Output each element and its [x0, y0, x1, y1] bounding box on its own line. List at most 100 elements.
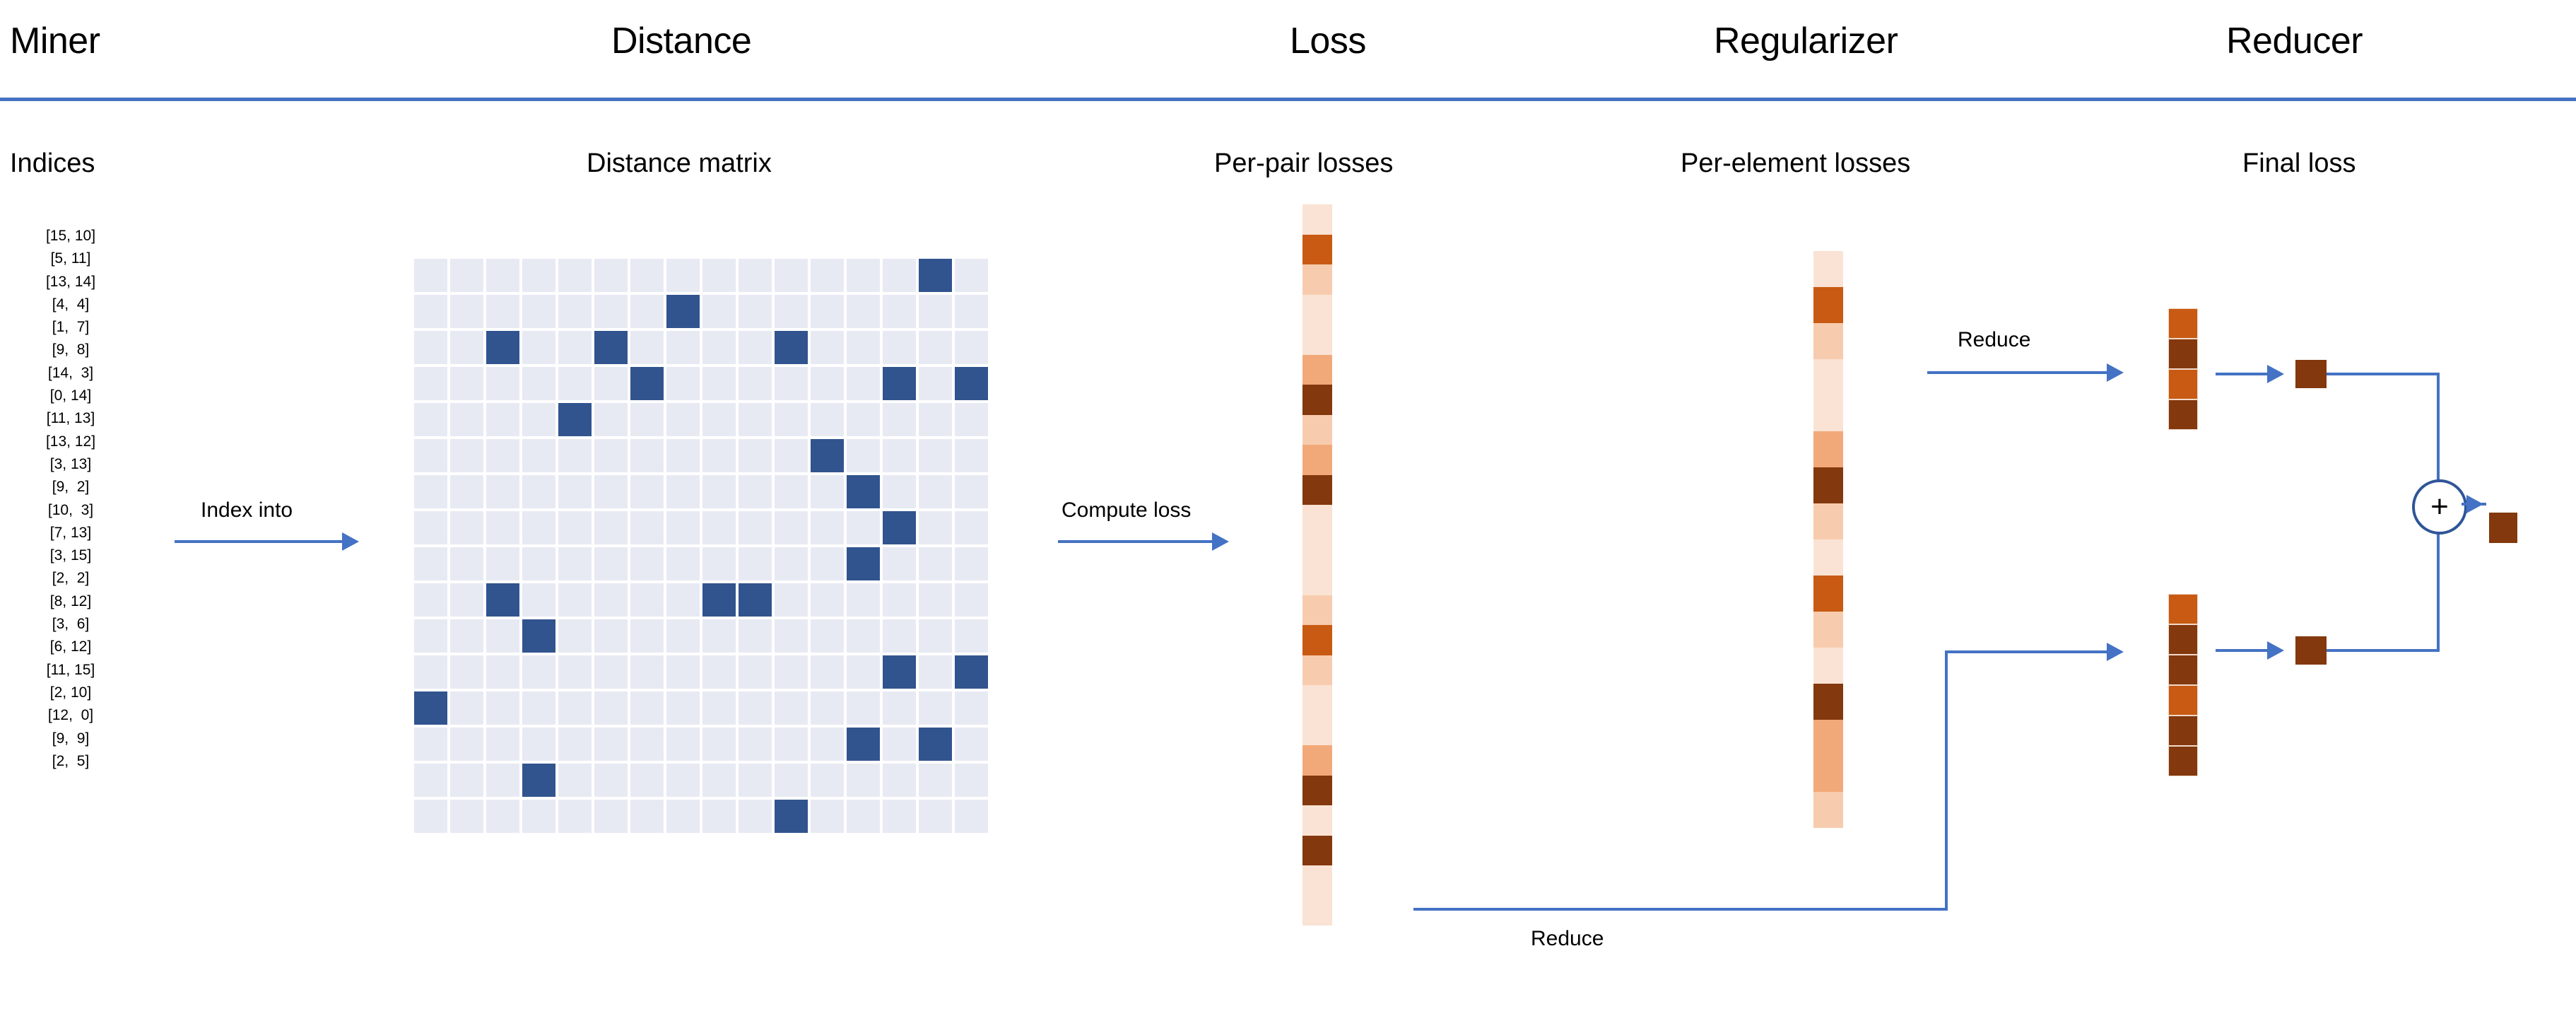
- distance-matrix-cell: [811, 331, 844, 364]
- index-pair-row: [6, 12]: [49, 638, 92, 655]
- distance-matrix-cell: [811, 475, 844, 508]
- distance-matrix-cell: [594, 728, 628, 761]
- per-element-loss-cell: [1813, 395, 1843, 431]
- distance-matrix-cell: [486, 403, 519, 436]
- distance-matrix-cell: [522, 367, 555, 400]
- distance-matrix-cell: [739, 439, 772, 472]
- distance-matrix-cell: [450, 511, 483, 544]
- index-pair-row: [15, 10]: [45, 228, 96, 244]
- per-element-loss-cell: [1813, 431, 1843, 467]
- distance-matrix-cell: [666, 764, 700, 797]
- distance-matrix-cell: [919, 691, 952, 725]
- join-bottom-vertical-line: [2437, 527, 2440, 652]
- distance-matrix-cell: [739, 691, 772, 725]
- distance-matrix-cell: [450, 475, 483, 508]
- per-element-loss-cell: [1813, 503, 1843, 539]
- panel-title-final-loss: Final loss: [2242, 148, 2356, 178]
- distance-matrix-cell: [666, 331, 700, 364]
- distance-matrix-cell: [414, 403, 447, 436]
- distance-matrix-cell: [486, 475, 519, 508]
- distance-matrix-cell: [666, 619, 700, 653]
- index-pair-row: [11, 13]: [46, 410, 95, 427]
- distance-matrix-cell: [450, 403, 483, 436]
- distance-matrix-cell: [414, 367, 447, 400]
- distance-matrix-cell: [702, 259, 736, 292]
- reducer-bottom-loss-cell: [2168, 746, 2198, 776]
- distance-matrix-cell: [486, 583, 519, 617]
- distance-matrix-cell: [811, 728, 844, 761]
- distance-matrix-cell: [522, 655, 555, 689]
- section-title-reducer: Reducer: [2226, 21, 2363, 62]
- distance-matrix-cell: [486, 619, 519, 653]
- reduce-bottom-arrow-head-icon: [2107, 643, 2124, 661]
- per-pair-losses-strip: [1302, 204, 1332, 926]
- distance-matrix-cell: [739, 511, 772, 544]
- distance-matrix-cell: [811, 547, 844, 580]
- distance-matrix-cell: [883, 511, 916, 544]
- reducer-bottom-loss-cell: [2168, 624, 2198, 655]
- distance-matrix-cell: [811, 403, 844, 436]
- per-pair-loss-cell: [1302, 204, 1332, 235]
- section-title-regularizer: Regularizer: [1714, 21, 1898, 62]
- distance-matrix-cell: [919, 800, 952, 833]
- distance-matrix-cell: [739, 475, 772, 508]
- per-pair-loss-cell: [1302, 895, 1332, 926]
- distance-matrix-cell: [666, 259, 700, 292]
- distance-matrix-cell: [594, 295, 628, 328]
- per-element-loss-cell: [1813, 251, 1843, 287]
- distance-matrix-cell: [775, 295, 808, 328]
- distance-matrix-cell: [811, 259, 844, 292]
- distance-matrix-cell: [630, 511, 664, 544]
- index-pair-row: [1, 7]: [52, 319, 90, 336]
- distance-matrix-cell: [702, 403, 736, 436]
- reducer-top-input-strip: [2168, 308, 2198, 430]
- per-pair-loss-cell: [1302, 414, 1332, 445]
- join-bottom-horizontal-line: [2327, 649, 2440, 652]
- distance-matrix-cell: [630, 583, 664, 617]
- distance-matrix-cell: [847, 439, 880, 472]
- distance-matrix-cell: [522, 728, 555, 761]
- reducer-top-to-box-arrow-head-icon: [2267, 365, 2284, 383]
- distance-matrix-cell: [522, 800, 555, 833]
- reducer-bottom-input-strip: [2168, 594, 2198, 776]
- distance-matrix-cell: [414, 475, 447, 508]
- distance-matrix-cell: [847, 511, 880, 544]
- index-pair-row: [2, 10]: [49, 684, 92, 701]
- reduce-top-arrow-line: [1927, 371, 2107, 374]
- distance-matrix-cell: [594, 764, 628, 797]
- distance-matrix-cell: [847, 764, 880, 797]
- reduced-top-value-box: [2295, 360, 2327, 388]
- distance-matrix-cell: [955, 800, 988, 833]
- distance-matrix-cell: [558, 511, 592, 544]
- distance-matrix-cell: [522, 547, 555, 580]
- indices-list: [15, 10][5, 11][13, 14][4, 4][1, 7][9, 8…: [0, 225, 141, 773]
- per-pair-loss-cell: [1302, 565, 1332, 595]
- distance-matrix-cell: [666, 475, 700, 508]
- panel-title-indices: Indices: [10, 148, 95, 178]
- index-pair-row: [14, 3]: [47, 364, 94, 381]
- distance-matrix-cell: [486, 800, 519, 833]
- per-pair-loss-cell: [1302, 535, 1332, 565]
- distance-matrix-cell: [666, 800, 700, 833]
- distance-matrix-cell: [594, 403, 628, 436]
- distance-matrix-cell: [847, 403, 880, 436]
- distance-matrix-cell: [630, 800, 664, 833]
- distance-matrix-cell: [775, 475, 808, 508]
- compute-loss-arrow-line: [1058, 540, 1212, 543]
- distance-matrix-cell: [847, 691, 880, 725]
- distance-matrix-cell: [847, 800, 880, 833]
- distance-matrix-cell: [955, 511, 988, 544]
- distance-matrix-cell: [414, 439, 447, 472]
- index-pair-row: [9, 8]: [52, 341, 90, 358]
- distance-matrix-cell: [630, 691, 664, 725]
- distance-matrix-cell: [775, 655, 808, 689]
- distance-matrix-cell: [414, 511, 447, 544]
- distance-matrix-cell: [775, 764, 808, 797]
- distance-matrix-cell: [955, 331, 988, 364]
- distance-matrix-cell: [847, 655, 880, 689]
- distance-matrix-cell: [702, 547, 736, 580]
- per-element-loss-cell: [1813, 359, 1843, 395]
- index-pair-row: [10, 3]: [47, 501, 94, 518]
- distance-matrix-cell: [919, 511, 952, 544]
- distance-matrix-cell: [955, 259, 988, 292]
